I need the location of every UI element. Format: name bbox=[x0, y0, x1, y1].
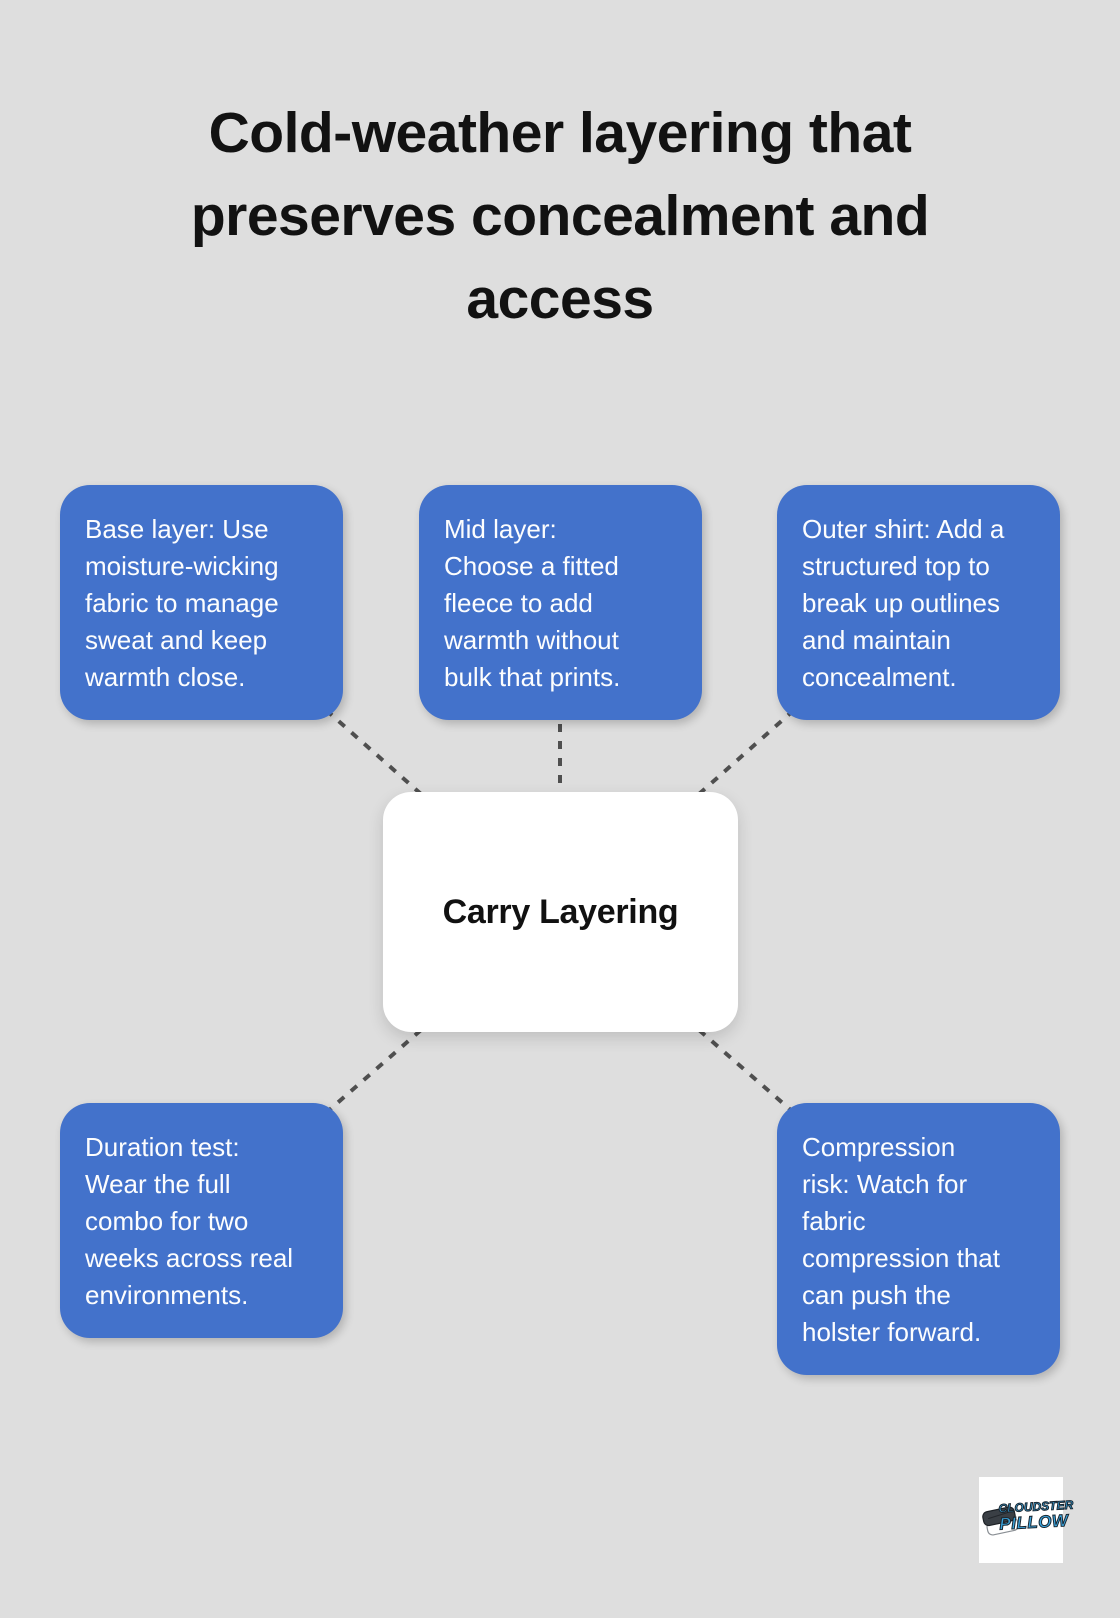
node-base-layer: Base layer: Use moisture-wicking fabric … bbox=[60, 485, 343, 720]
node-outer-shirt: Outer shirt: Add a structured top to bre… bbox=[777, 485, 1060, 720]
brand-logo-text: CLOUDSTER PILLOW bbox=[998, 1497, 1074, 1535]
brand-logo-inner: CLOUDSTER PILLOW bbox=[979, 1477, 1074, 1563]
node-mid-layer-text: Mid layer: Choose a fitted fleece to add… bbox=[444, 514, 621, 692]
node-mid-layer: Mid layer: Choose a fitted fleece to add… bbox=[419, 485, 702, 720]
node-duration-test: Duration test: Wear the full combo for t… bbox=[60, 1103, 343, 1338]
node-outer-shirt-text: Outer shirt: Add a structured top to bre… bbox=[802, 514, 1005, 692]
node-compression-risk: Compression risk: Watch for fabric compr… bbox=[777, 1103, 1060, 1375]
connector-duration-test bbox=[325, 1028, 423, 1114]
center-node-label: Carry Layering bbox=[442, 892, 679, 931]
node-duration-test-text: Duration test: Wear the full combo for t… bbox=[85, 1132, 294, 1310]
node-base-layer-text: Base layer: Use moisture-wicking fabric … bbox=[85, 514, 279, 692]
page-title: Cold-weather layering that preserves con… bbox=[190, 101, 930, 331]
brand-logo: CLOUDSTER PILLOW bbox=[979, 1477, 1074, 1563]
pillow-icon bbox=[982, 1506, 1019, 1536]
connector-outer-shirt bbox=[697, 708, 796, 796]
connector-compression-risk bbox=[697, 1028, 795, 1114]
center-node: Carry Layering bbox=[383, 792, 738, 1032]
connector-base-layer bbox=[324, 708, 423, 796]
brand-logo-line2: PILLOW bbox=[998, 1511, 1069, 1535]
node-compression-risk-text: Compression risk: Watch for fabric compr… bbox=[802, 1132, 1000, 1347]
